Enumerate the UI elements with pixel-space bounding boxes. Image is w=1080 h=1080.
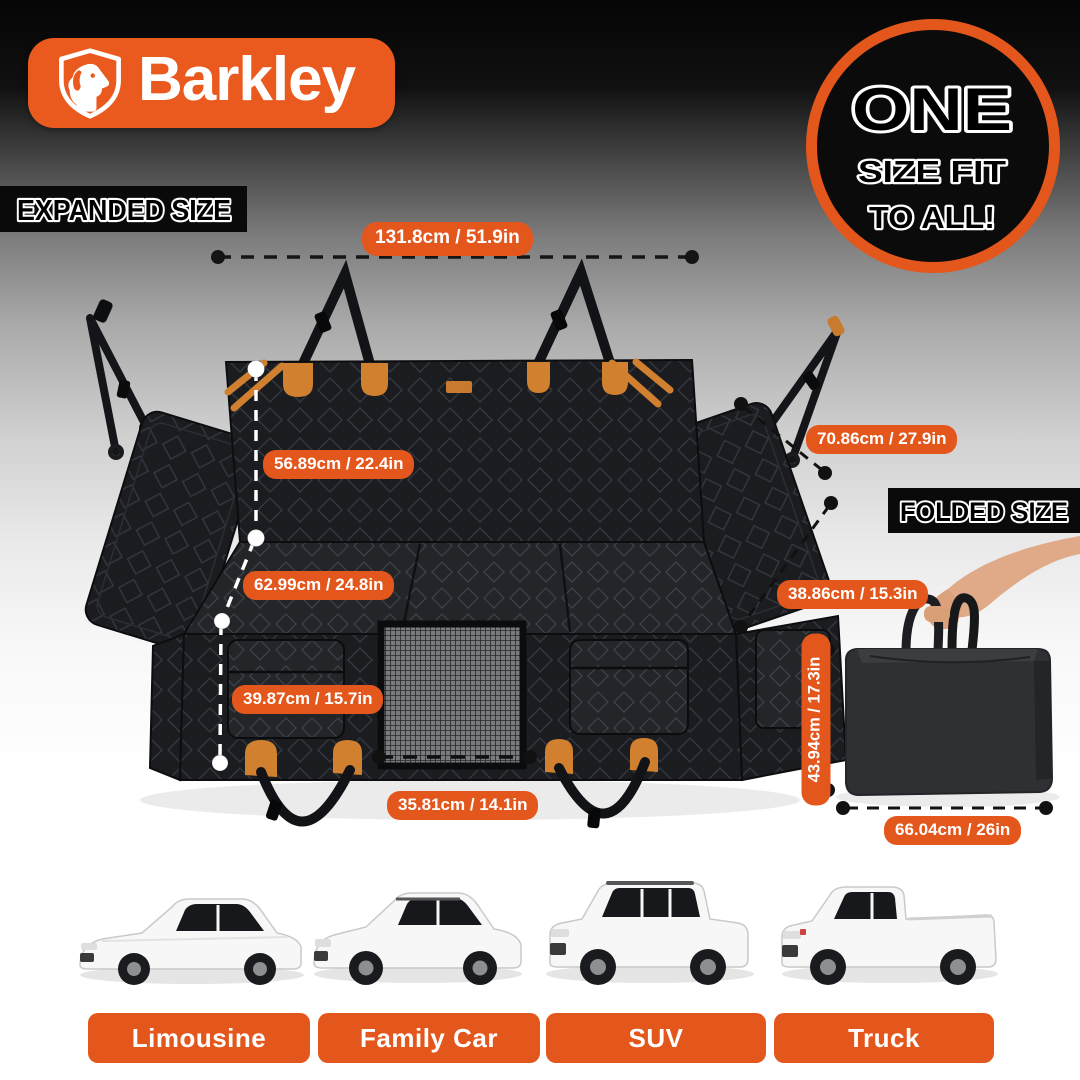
badge-line2: SIZE FIT <box>858 154 1006 189</box>
brand-logo: Barkley <box>28 38 395 128</box>
dim-mesh-width: 35.81cm / 14.1in <box>387 791 539 821</box>
brand-name: Barkley <box>138 45 356 114</box>
vehicle-button-family-car: Family Car <box>318 1013 540 1063</box>
hanging-strap <box>256 765 355 827</box>
dim-flap-length: 70.86cm / 27.9in <box>806 425 958 455</box>
vehicle-button-truck: Truck <box>774 1013 994 1063</box>
mesh-window <box>377 620 527 770</box>
top-tab <box>527 362 550 393</box>
folded-size-title: FOLDED SIZE <box>888 488 1080 533</box>
limousine-image <box>79 898 304 985</box>
dim-top-width: 131.8cm / 51.9in <box>362 222 533 256</box>
badge-text: ONE SIZE FIT TO ALL! <box>849 73 1015 237</box>
brand-chip <box>446 381 472 393</box>
expanded-size-label: EXPANDED SIZE <box>17 195 231 227</box>
dim-seat-depth: 62.99cm / 24.8in <box>243 571 395 601</box>
one-size-badge: ONE SIZE FIT TO ALL! <box>806 19 1060 273</box>
top-tab <box>283 363 313 397</box>
family-car-image <box>313 892 522 985</box>
dimension-line-back-height <box>211 360 265 772</box>
folded-bag <box>844 648 1054 797</box>
right-pocket <box>569 639 689 735</box>
bottom-tab <box>333 740 362 775</box>
bottom-tab <box>245 740 277 777</box>
vehicle-images <box>79 881 998 985</box>
right-flap <box>659 315 845 632</box>
dim-back-height: 56.89cm / 22.4in <box>263 450 415 480</box>
badge-line1: ONE <box>852 76 1012 143</box>
badge-line3: TO ALL! <box>869 200 995 235</box>
bottom-tab <box>630 738 658 772</box>
vehicle-button-suv: SUV <box>546 1013 766 1063</box>
truck-image <box>781 886 998 985</box>
dog-shield-icon <box>59 48 121 119</box>
dim-folded-height: 43.94cm / 17.3in <box>801 633 831 806</box>
top-tab <box>361 363 388 396</box>
dimension-line-mesh-width <box>372 750 537 764</box>
fingers <box>924 606 950 622</box>
headrest-straps <box>296 258 616 373</box>
dimension-line-folded-width <box>836 801 1053 815</box>
suv-image <box>546 881 754 985</box>
bag-handle-back <box>947 593 979 651</box>
hanging-strap <box>554 757 650 819</box>
vehicle-button-limousine: Limousine <box>88 1013 310 1063</box>
dimension-line-flap <box>734 397 838 634</box>
dimension-line-top-width <box>211 250 699 264</box>
folded-size-label: FOLDED SIZE <box>900 497 1068 527</box>
back-panel <box>224 358 706 543</box>
folded-bag-image <box>821 536 1080 815</box>
top-tab <box>602 362 628 395</box>
dim-front-height: 39.87cm / 15.7in <box>232 685 384 715</box>
bottom-tab <box>545 739 573 774</box>
dim-flap-width: 38.86cm / 15.3in <box>777 580 929 610</box>
dim-folded-width: 66.04cm / 26in <box>884 816 1022 846</box>
expanded-size-title: EXPANDED SIZE <box>0 186 247 232</box>
